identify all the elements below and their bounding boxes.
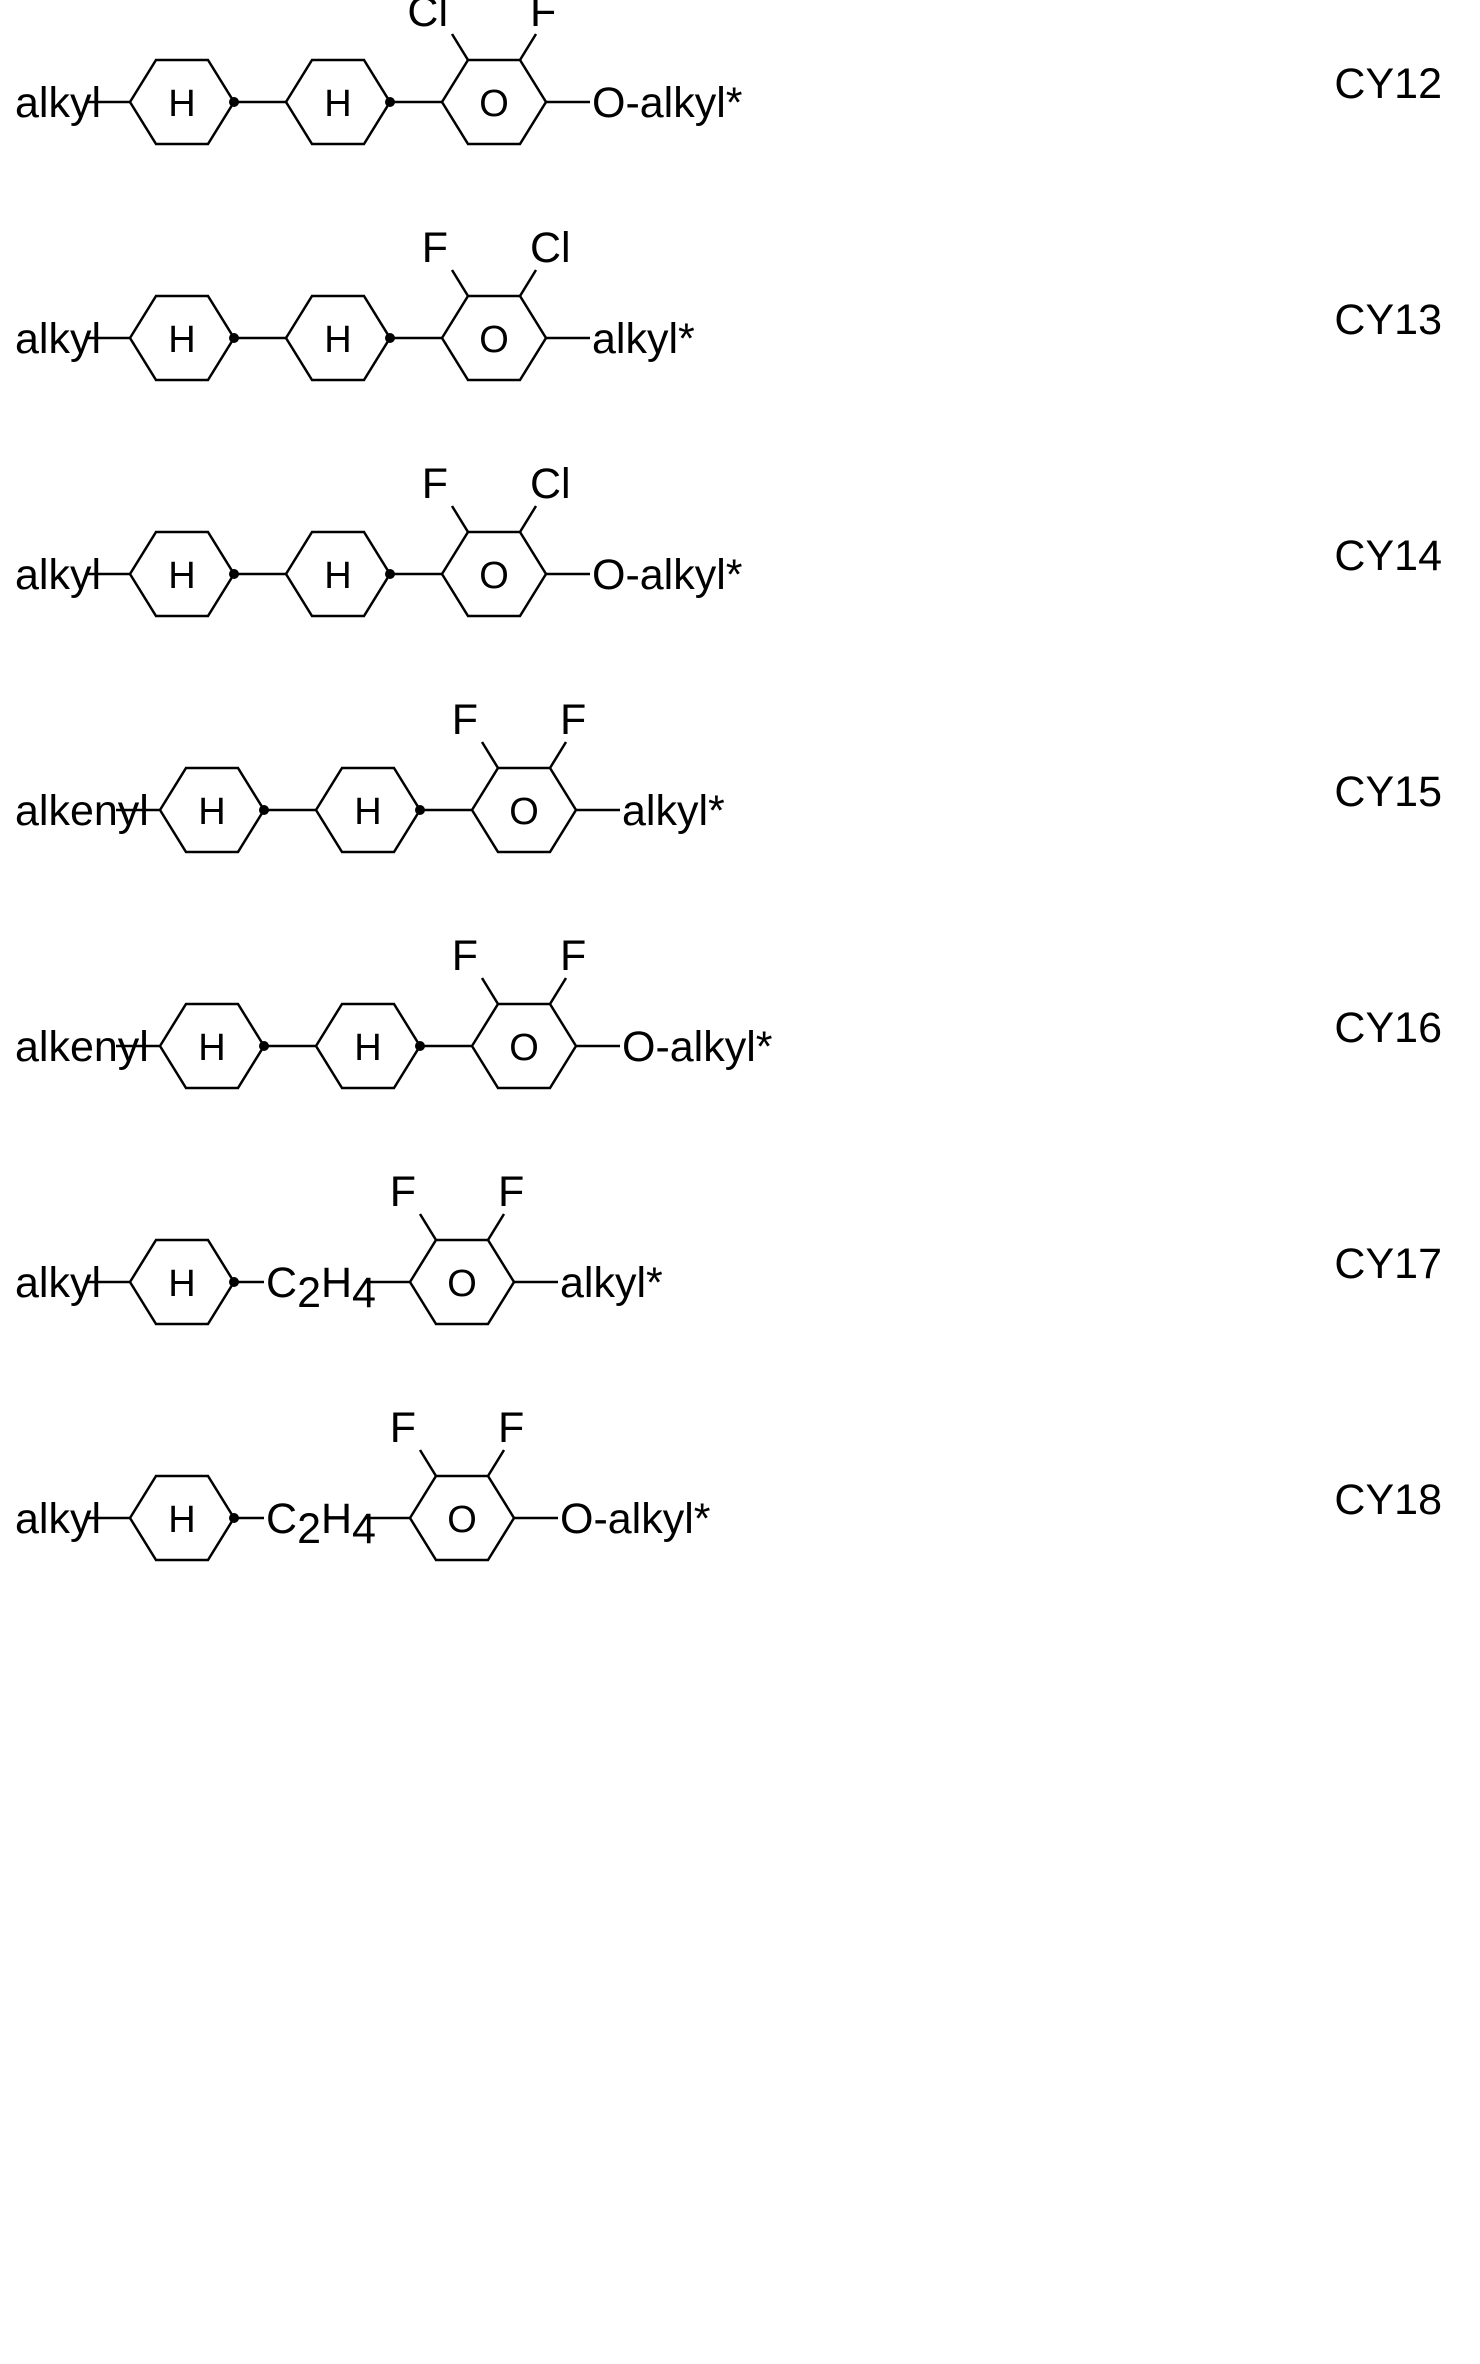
right-group-label: O-alkyl* bbox=[560, 1495, 711, 1543]
ring-label-o: O bbox=[479, 83, 509, 125]
bridge-label: C2H4 bbox=[266, 1495, 376, 1553]
compound-code: CY18 bbox=[1334, 1476, 1442, 1524]
top-right-substituent: Cl bbox=[530, 224, 571, 272]
ring-label-o: O bbox=[509, 791, 539, 833]
top-right-substituent: F bbox=[560, 696, 586, 744]
compound-cy18: alkylHC2H4OFFO-alkyl*CY18 bbox=[15, 1404, 1442, 1560]
right-group-label: O-alkyl* bbox=[622, 1023, 773, 1071]
ring-label-o: O bbox=[447, 1263, 477, 1305]
compound-code: CY12 bbox=[1334, 60, 1442, 108]
top-right-substituent: F bbox=[560, 932, 586, 980]
ring-label-h: H bbox=[198, 791, 225, 833]
top-left-substituent: F bbox=[452, 696, 478, 744]
substituent-bond bbox=[488, 1450, 504, 1476]
top-left-substituent: Cl bbox=[407, 0, 448, 36]
right-group-label: alkyl* bbox=[622, 787, 725, 835]
ring-label-h: H bbox=[168, 319, 195, 361]
substituent-bond bbox=[520, 506, 536, 532]
substituent-bond bbox=[488, 1214, 504, 1240]
ring-label-o: O bbox=[479, 555, 509, 597]
compound-cy17: alkylHC2H4OFFalkyl*CY17 bbox=[15, 1168, 1442, 1324]
compound-cy14: alkylHHOFClO-alkyl*CY14 bbox=[15, 460, 1442, 616]
bridge-sub-4: 4 bbox=[352, 1269, 376, 1317]
bridge-c: C bbox=[266, 1495, 297, 1543]
top-left-substituent: F bbox=[452, 932, 478, 980]
compound-code: CY14 bbox=[1334, 532, 1442, 580]
top-right-substituent: F bbox=[498, 1168, 524, 1216]
compound-cy13: alkylHHOFClalkyl*CY13 bbox=[15, 224, 1442, 380]
substituent-bond bbox=[420, 1450, 436, 1476]
compound-code: CY15 bbox=[1334, 768, 1442, 816]
substituent-bond bbox=[550, 978, 566, 1004]
top-right-substituent: Cl bbox=[530, 460, 571, 508]
ring-label-h: H bbox=[198, 1027, 225, 1069]
right-group-label: alkyl* bbox=[592, 315, 695, 363]
ring-label-o: O bbox=[509, 1027, 539, 1069]
ring-label-h: H bbox=[354, 791, 381, 833]
bridge-sub-2: 2 bbox=[297, 1269, 321, 1317]
bridge-h: H bbox=[321, 1495, 352, 1543]
ring-label-o: O bbox=[447, 1499, 477, 1541]
compound-code: CY16 bbox=[1334, 1004, 1442, 1052]
right-group-label: alkyl* bbox=[560, 1259, 663, 1307]
compound-cy12: alkylHHOClFO-alkyl*CY12 bbox=[15, 0, 1442, 144]
substituent-bond bbox=[482, 978, 498, 1004]
top-left-substituent: F bbox=[390, 1168, 416, 1216]
substituent-bond bbox=[520, 270, 536, 296]
bridge-sub-2: 2 bbox=[297, 1505, 321, 1553]
bridge-h: H bbox=[321, 1259, 352, 1307]
right-group-label: O-alkyl* bbox=[592, 551, 743, 599]
substituent-bond bbox=[420, 1214, 436, 1240]
top-left-substituent: F bbox=[390, 1404, 416, 1452]
substituent-bond bbox=[452, 270, 468, 296]
ring-label-h: H bbox=[324, 83, 351, 125]
ring-label-h: H bbox=[168, 555, 195, 597]
top-right-substituent: F bbox=[498, 1404, 524, 1452]
ring-label-o: O bbox=[479, 319, 509, 361]
substituent-bond bbox=[550, 742, 566, 768]
compound-code: CY13 bbox=[1334, 296, 1442, 344]
compound-cy15: alkenylHHOFFalkyl*CY15 bbox=[15, 696, 1442, 852]
substituent-bond bbox=[452, 506, 468, 532]
bridge-c: C bbox=[266, 1259, 297, 1307]
right-group-label: O-alkyl* bbox=[592, 79, 743, 127]
ring-label-h: H bbox=[324, 555, 351, 597]
substituent-bond bbox=[452, 34, 468, 60]
ring-label-h: H bbox=[168, 83, 195, 125]
ring-label-h: H bbox=[324, 319, 351, 361]
compound-cy16: alkenylHHOFFO-alkyl*CY16 bbox=[15, 932, 1442, 1088]
substituent-bond bbox=[520, 34, 536, 60]
ring-label-h: H bbox=[168, 1263, 195, 1305]
bridge-label: C2H4 bbox=[266, 1259, 376, 1317]
substituent-bond bbox=[482, 742, 498, 768]
top-left-substituent: F bbox=[422, 460, 448, 508]
top-left-substituent: F bbox=[422, 224, 448, 272]
bridge-sub-4: 4 bbox=[352, 1505, 376, 1553]
ring-label-h: H bbox=[168, 1499, 195, 1541]
compound-code: CY17 bbox=[1334, 1240, 1442, 1288]
top-right-substituent: F bbox=[530, 0, 556, 36]
ring-label-h: H bbox=[354, 1027, 381, 1069]
